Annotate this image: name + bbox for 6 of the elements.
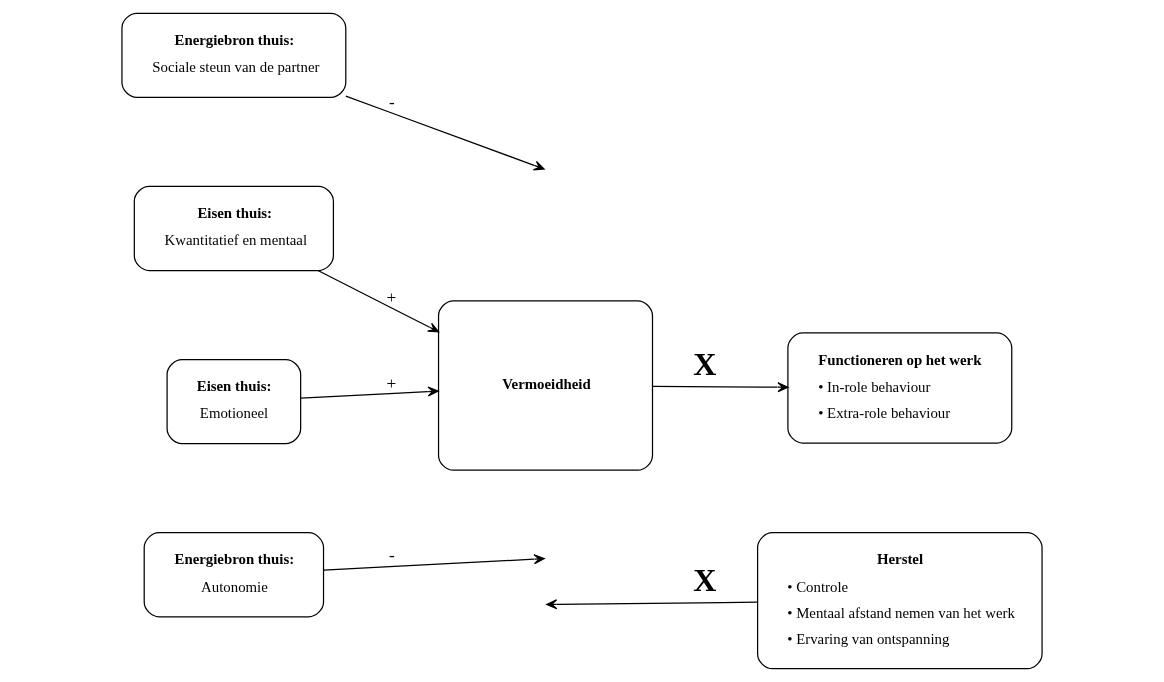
- edge-label: X: [693, 346, 717, 383]
- edge-label: +: [386, 287, 397, 307]
- edge-label: -: [389, 92, 395, 112]
- edge-label: -: [389, 546, 395, 566]
- edge-label: X: [693, 561, 717, 598]
- edge-label: +: [386, 374, 397, 394]
